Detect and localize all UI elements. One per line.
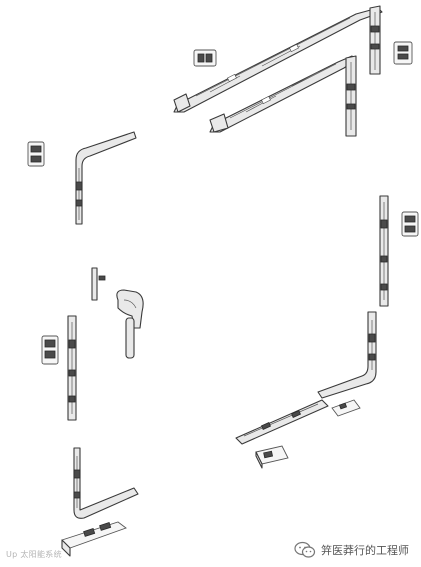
keeper-block-top [193,49,217,67]
corner-drive-upper-left [75,131,137,225]
top-transmission-bar-lower [209,55,357,137]
corner-drive-bottom-right [317,311,377,399]
keeper-block-bottom-center [255,445,289,469]
keeper-block-left [27,141,45,167]
top-transmission-bar-upper [173,5,383,113]
espagnolette-left [67,315,77,421]
window-handle [116,289,144,359]
keeper-block-right-middle [401,211,419,237]
espagnolette-right-upper [379,195,389,307]
wechat-icon [294,541,316,558]
watermark-left: Up 太阳能系统 [6,550,62,559]
watermark-right: 笄医莽行的工程师 [294,541,409,559]
hinge-plate-small [91,267,106,301]
watermark-right-text: 笄医莽行的工程师 [321,544,409,557]
corner-drive-bottom-left [73,447,139,519]
keeper-block-bottom-right [331,399,361,417]
bottom-transmission-bar-right [235,399,329,445]
keeper-block-right-top [393,41,413,65]
bottom-hinge-left [61,521,127,557]
keeper-block-left-middle [41,335,59,365]
